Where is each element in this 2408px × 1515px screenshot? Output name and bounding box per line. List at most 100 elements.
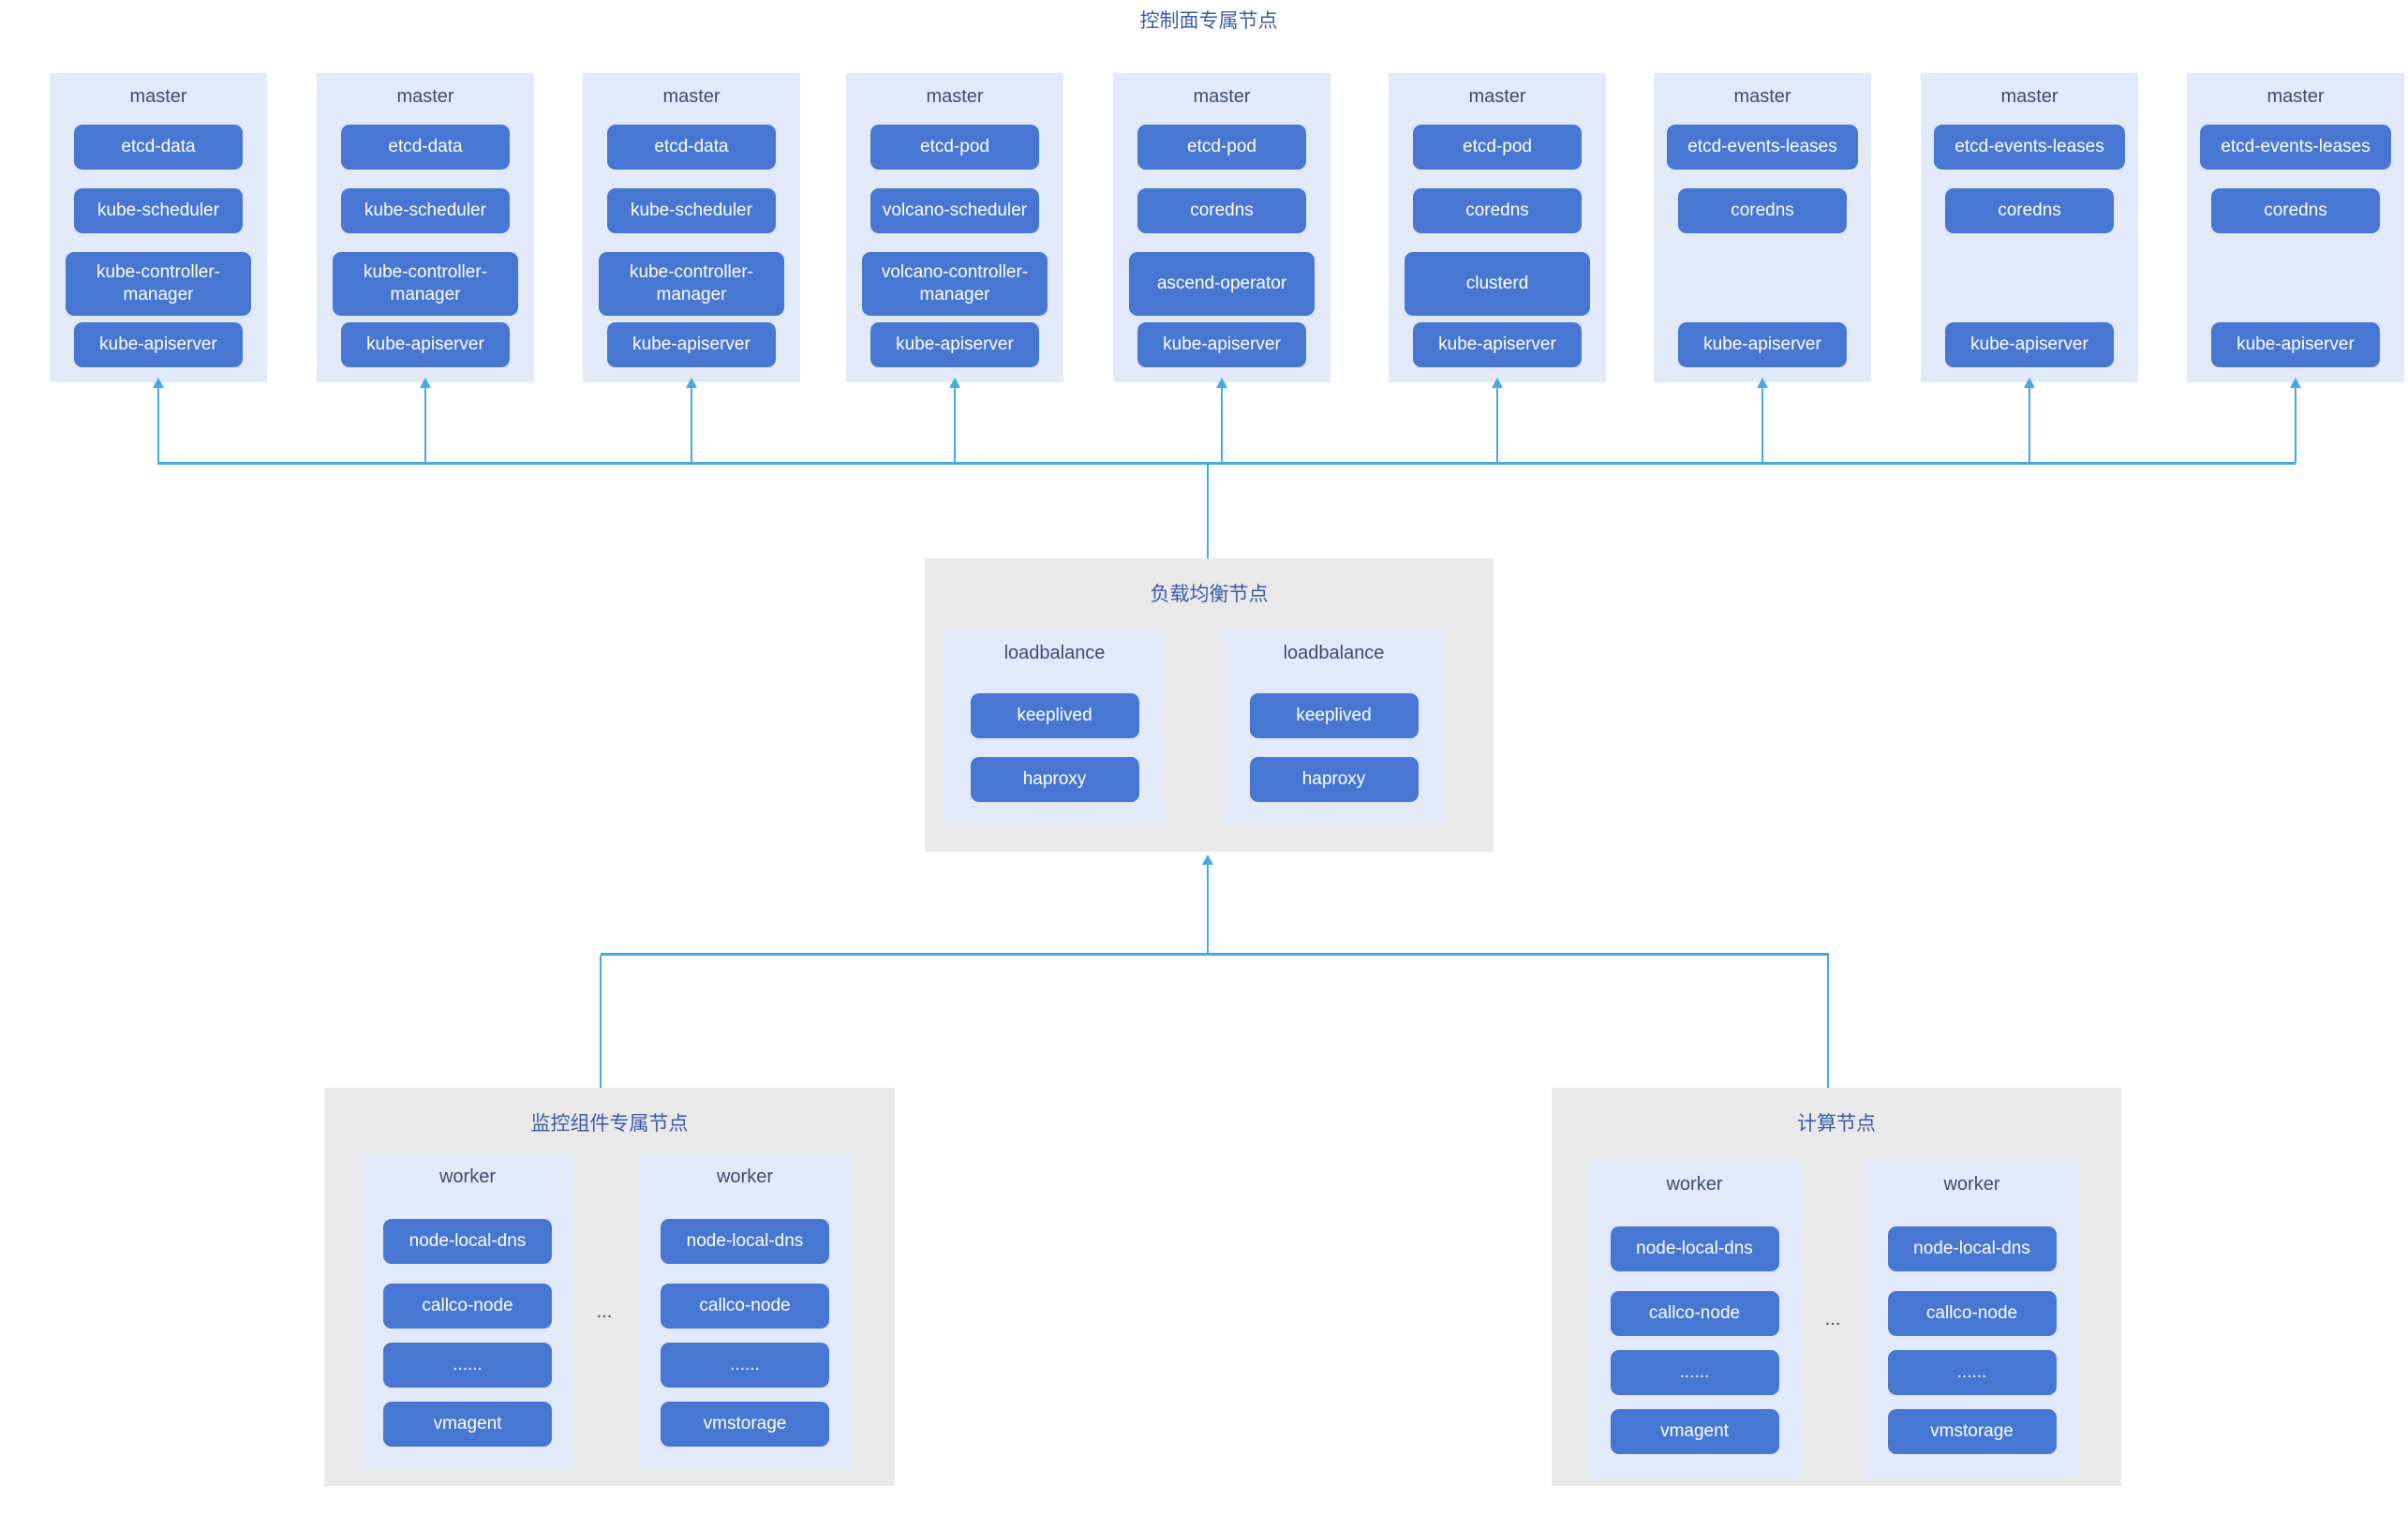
arrow-up-icon: [1216, 378, 1227, 388]
connector-line-to-compute: [1827, 956, 1829, 1088]
compute-section: 计算节点 worker node-local-dns callco-node .…: [1552, 1088, 2121, 1486]
component-pill: coredns: [1945, 188, 2114, 233]
node-label: master: [129, 86, 187, 107]
connector-line-to-monitoring: [600, 956, 602, 1088]
component-pill: coredns: [1137, 188, 1306, 233]
component-pill: kube-scheduler: [74, 188, 243, 233]
component-pill: kube-apiserver: [607, 322, 776, 367]
component-pill: ......: [1887, 1350, 2057, 1395]
component-pill: kube-scheduler: [341, 188, 510, 233]
component-pill: kube-apiserver: [1945, 322, 2114, 367]
component-pill: ascend-operator: [1129, 252, 1315, 316]
component-pill: node-local-dns: [661, 1219, 829, 1264]
component-pill: vmagent: [1610, 1409, 1779, 1454]
component-pill: keeplived: [970, 693, 1139, 738]
ellipsis-more-nodes: ...: [1824, 1309, 1841, 1329]
master-node-2: master etcd-data kube-scheduler kube-con…: [317, 73, 534, 382]
monitoring-section: 监控组件专属节点 worker node-local-dns callco-no…: [324, 1088, 895, 1486]
component-pill: ......: [383, 1343, 552, 1388]
component-pill: vmagent: [383, 1402, 552, 1447]
compute-worker-1: worker node-local-dns callco-node ......…: [1587, 1161, 1802, 1478]
arrow-up-icon: [686, 378, 697, 388]
node-label: master: [662, 86, 721, 107]
node-label: master: [1733, 86, 1791, 107]
component-pill: node-local-dns: [1610, 1226, 1779, 1271]
component-pill: callco-node: [1610, 1291, 1779, 1336]
component-pill: etcd-pod: [870, 125, 1039, 170]
component-pill: haproxy: [1249, 757, 1419, 802]
monitoring-worker-2: worker node-local-dns callco-node ......…: [639, 1153, 851, 1470]
component-pill: vmstorage: [1887, 1409, 2057, 1454]
component-pill: etcd-data: [341, 125, 510, 170]
component-pill: kube-apiserver: [1413, 322, 1582, 367]
master-node-7: master etcd-events-leases coredns kube-a…: [1654, 73, 1871, 382]
component-pill: kube-controller-manager: [66, 252, 251, 316]
component-pill: kube-apiserver: [341, 322, 510, 367]
arrow-up-icon: [2024, 378, 2035, 388]
component-pill: kube-apiserver: [2211, 322, 2380, 367]
component-pill: callco-node: [1887, 1291, 2057, 1336]
master-node-9: master etcd-events-leases coredns kube-a…: [2187, 73, 2404, 382]
master-node-5: master etcd-pod coredns ascend-operator …: [1113, 73, 1330, 382]
node-label: master: [2267, 86, 2325, 107]
component-pill: coredns: [1413, 188, 1582, 233]
node-label: master: [1193, 86, 1251, 107]
node-label: master: [1468, 86, 1526, 107]
connector-workers-bus: [601, 953, 1829, 956]
connector-line: [1496, 388, 1498, 463]
component-pill: volcano-controller-manager: [862, 252, 1048, 316]
component-pill: haproxy: [970, 757, 1139, 802]
component-pill: kube-scheduler: [607, 188, 776, 233]
component-pill: ......: [661, 1343, 829, 1388]
ellipsis-more-nodes: ...: [596, 1301, 613, 1322]
component-pill: clusterd: [1405, 252, 1590, 316]
connector-line: [1221, 388, 1223, 463]
component-pill: kube-apiserver: [870, 322, 1039, 367]
component-pill: kube-controller-manager: [599, 252, 784, 316]
compute-worker-2: worker node-local-dns callco-node ......…: [1865, 1161, 2079, 1478]
loadbalancer-section: 负载均衡节点 loadbalance keeplived haproxy loa…: [925, 558, 1494, 852]
component-pill: etcd-pod: [1413, 125, 1582, 170]
component-pill: volcano-scheduler: [870, 188, 1039, 233]
node-label: worker: [438, 1166, 496, 1187]
component-pill: etcd-data: [607, 125, 776, 170]
component-pill: coredns: [1678, 188, 1847, 233]
master-node-6: master etcd-pod coredns clusterd kube-ap…: [1389, 73, 1606, 382]
component-pill: callco-node: [661, 1284, 829, 1329]
component-pill: etcd-pod: [1137, 125, 1306, 170]
connector-line-to-loadbalancer: [1207, 465, 1209, 572]
loadbalancer-title: 负载均衡节点: [1150, 584, 1269, 605]
component-pill: etcd-events-leases: [2200, 125, 2391, 170]
component-pill: etcd-events-leases: [1934, 125, 2125, 170]
component-pill: node-local-dns: [383, 1219, 552, 1264]
connector-line: [1207, 865, 1209, 954]
connector-line: [157, 388, 159, 463]
connector-masters-bus: [157, 462, 2296, 465]
master-node-8: master etcd-events-leases coredns kube-a…: [1921, 73, 2138, 382]
component-pill: coredns: [2211, 188, 2380, 233]
loadbalance-node-1: loadbalance keeplived haproxy: [944, 630, 1165, 823]
node-label: worker: [1943, 1174, 2000, 1195]
component-pill: kube-apiserver: [1678, 322, 1847, 367]
component-pill: kube-apiserver: [74, 322, 243, 367]
component-pill: ......: [1610, 1350, 1779, 1395]
node-label: loadbalance: [1283, 643, 1385, 663]
arrow-up-icon: [420, 378, 431, 388]
control-plane-title: 控制面专属节点: [1139, 10, 1278, 32]
arrow-up-icon: [153, 378, 164, 388]
loadbalance-node-2: loadbalance keeplived haproxy: [1224, 630, 1444, 823]
component-pill: etcd-data: [74, 125, 243, 170]
connector-line: [954, 388, 956, 463]
component-pill: callco-node: [383, 1284, 552, 1329]
component-pill: vmstorage: [661, 1402, 829, 1447]
monitoring-worker-1: worker node-local-dns callco-node ......…: [362, 1153, 573, 1470]
component-pill: etcd-events-leases: [1667, 125, 1858, 170]
component-pill: kube-controller-manager: [333, 252, 518, 316]
monitoring-title: 监控组件专属节点: [530, 1113, 689, 1135]
component-pill: node-local-dns: [1887, 1226, 2057, 1271]
master-node-4: master etcd-pod volcano-scheduler volcan…: [846, 73, 1063, 382]
node-label: loadbalance: [1003, 643, 1106, 663]
connector-line: [2295, 388, 2297, 463]
arrow-up-icon: [949, 378, 960, 388]
